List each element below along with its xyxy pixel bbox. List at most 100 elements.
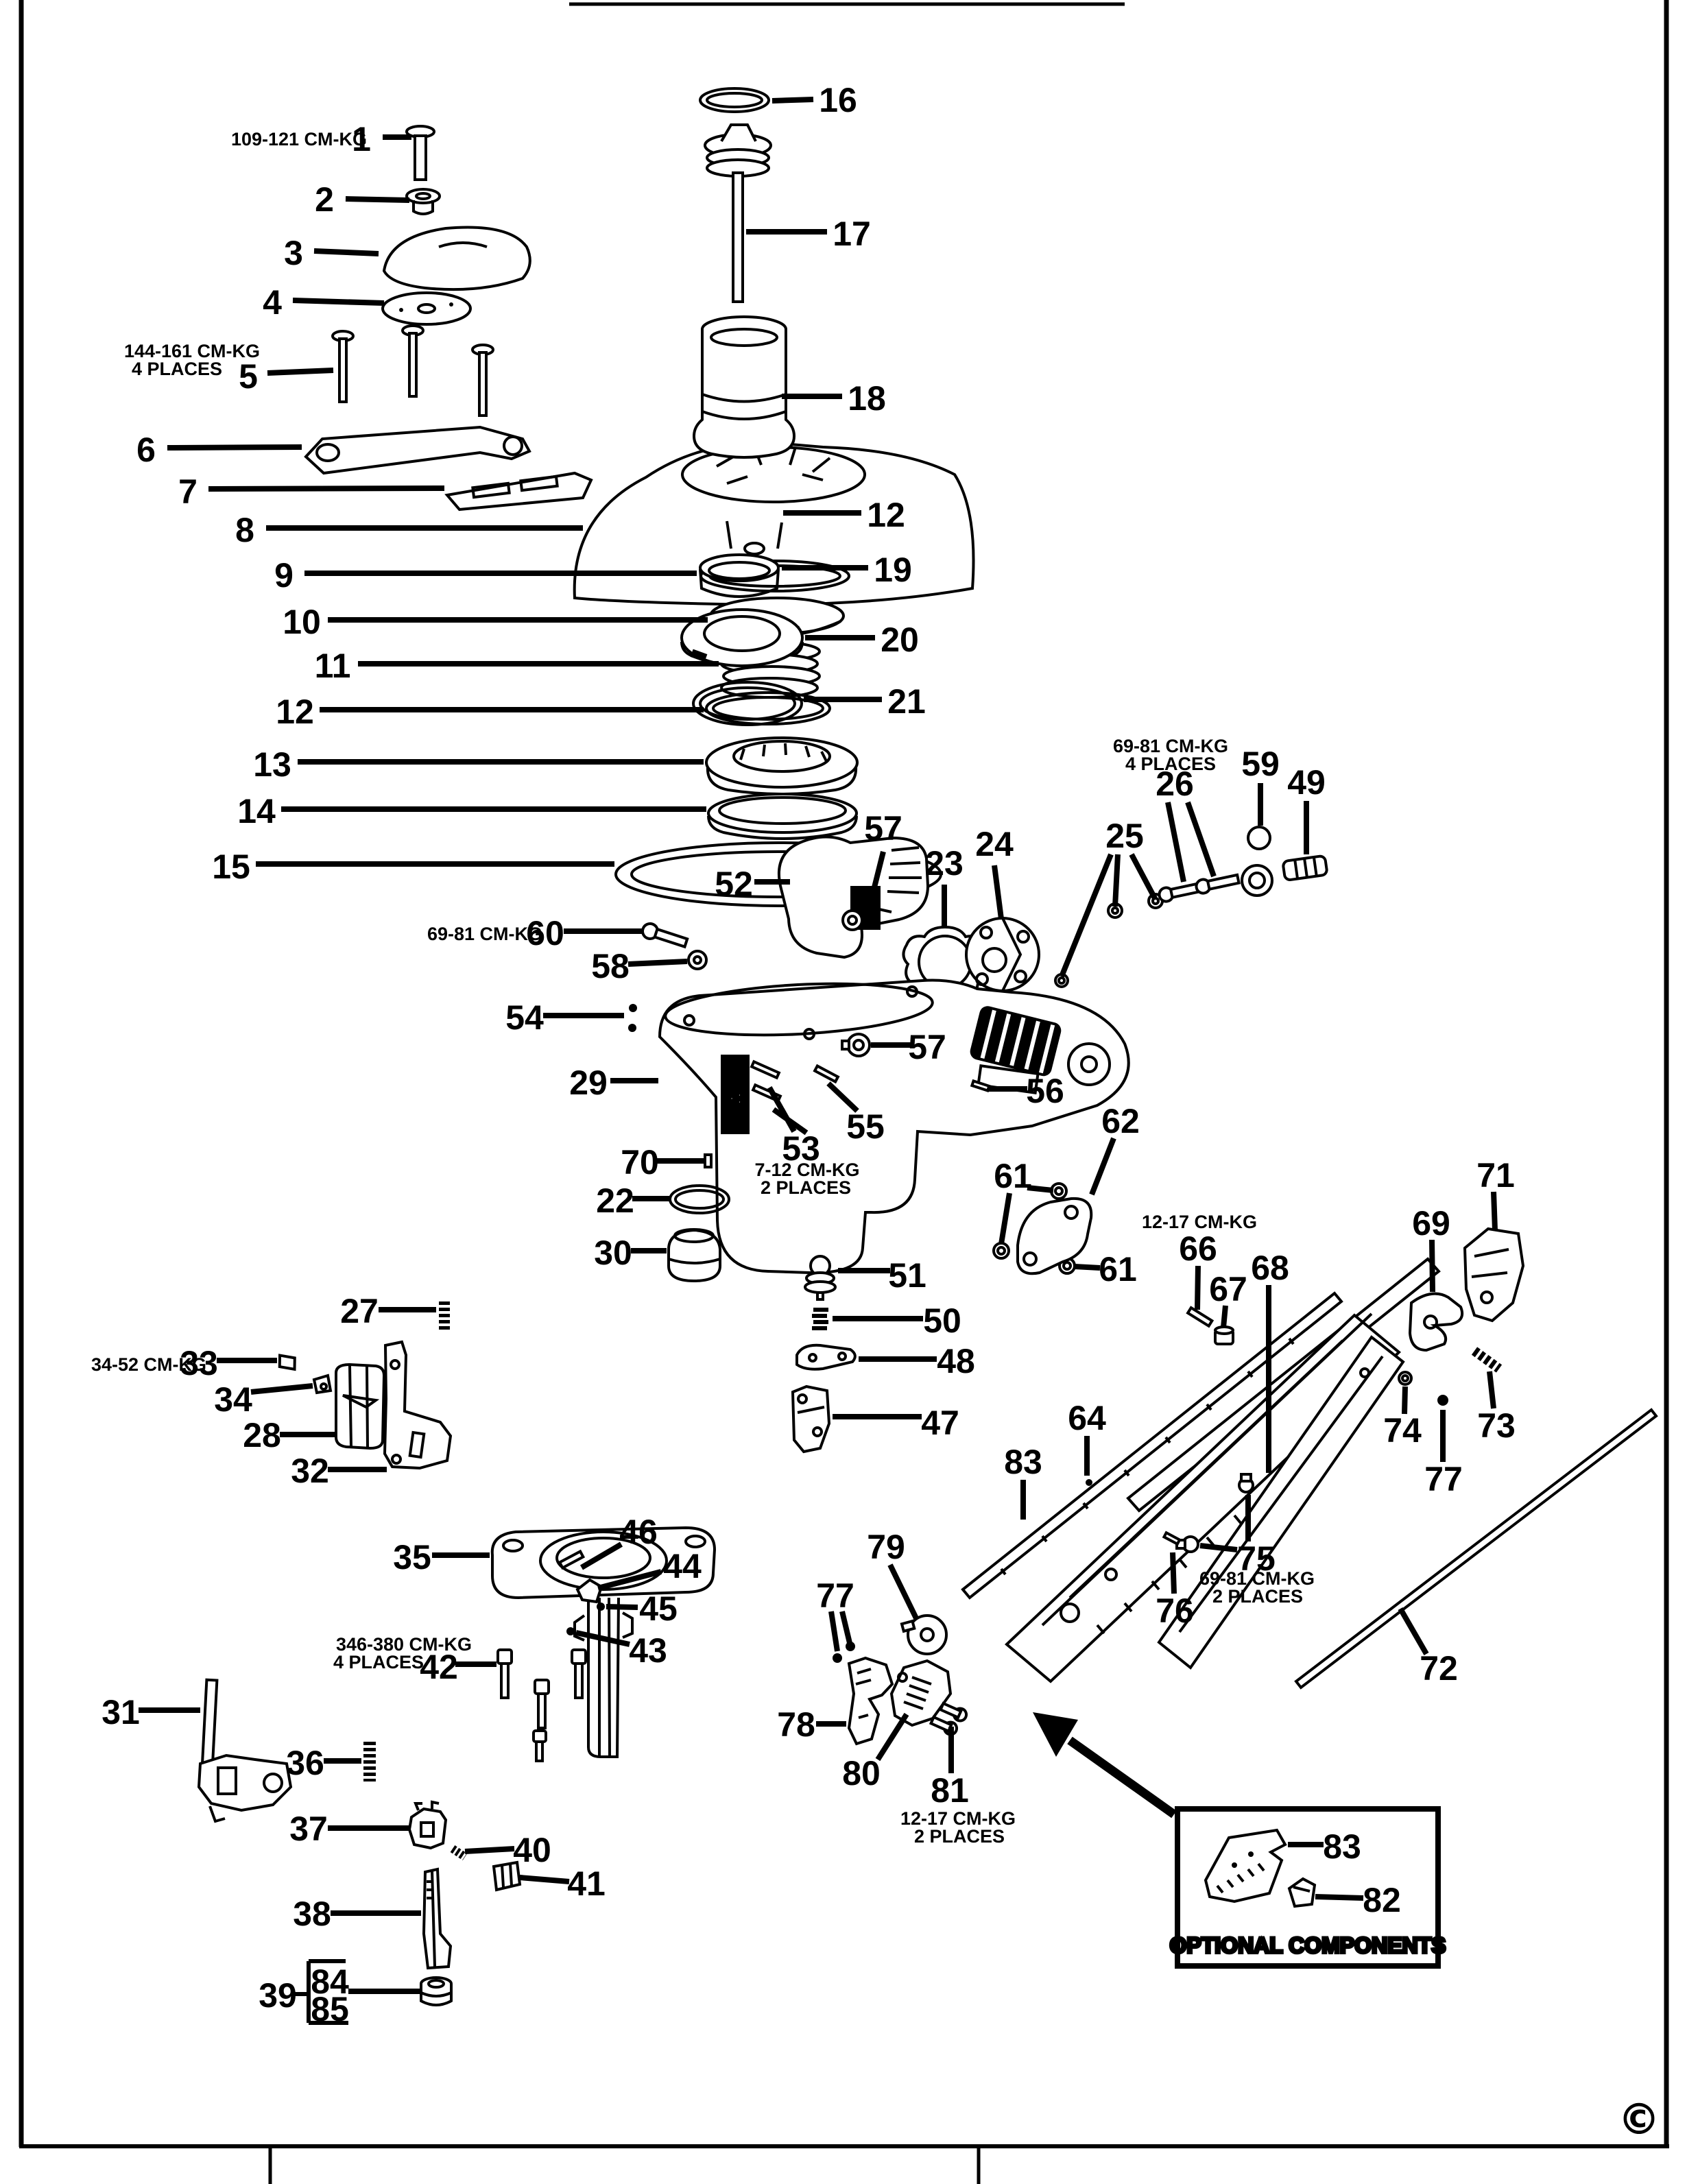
leader-line-58	[627, 959, 688, 967]
torque-note: 69-81 CM-KG	[427, 924, 542, 944]
callout-34: 34	[214, 1380, 252, 1419]
part-48-lever-drawing	[795, 1343, 857, 1371]
part-26-bolts-drawing	[1158, 873, 1241, 903]
torque-note: 346-380 CM-KG	[336, 1634, 472, 1655]
callout-23: 23	[925, 844, 964, 883]
leader-line-5	[267, 368, 334, 376]
part-82-optional-drawing	[1287, 1877, 1317, 1908]
leader-line-62	[1089, 1137, 1116, 1196]
leader-line-6	[167, 444, 302, 451]
leader-line-53	[771, 1107, 809, 1136]
part-1-screw-drawing	[405, 125, 435, 181]
callout-20: 20	[881, 621, 919, 659]
part-2-bushing-drawing	[405, 188, 441, 215]
callout-32: 32	[291, 1452, 329, 1490]
part-84-85-cup-drawing	[420, 1976, 453, 2006]
torque-note: 69-81 CM-KG	[1199, 1568, 1315, 1589]
part-31-driver-drawing	[197, 1678, 293, 1823]
part-22-oring-drawing	[669, 1184, 730, 1214]
callout-81: 81	[931, 1771, 969, 1810]
callout-84: 84	[311, 1963, 349, 2001]
part-74-washer-drawing	[1398, 1371, 1413, 1386]
torque-note: 4 PLACES	[132, 359, 222, 379]
part-79-roller-drawing	[900, 1614, 948, 1655]
leader-line-57	[867, 851, 886, 907]
callout-12: 12	[276, 693, 314, 731]
part-28-cover-drawing	[335, 1363, 386, 1450]
part-58-washer-drawing	[687, 950, 708, 970]
callout-70: 70	[621, 1143, 659, 1181]
callout-61: 61	[994, 1157, 1032, 1195]
bracket-39	[294, 1959, 348, 2025]
callout-62: 62	[1101, 1102, 1140, 1140]
part-20-washer-drawing	[680, 608, 804, 667]
leader-line-71	[1491, 1191, 1498, 1231]
leader-line-77	[828, 1611, 840, 1652]
callout-53: 53	[782, 1129, 820, 1168]
callout-79: 79	[867, 1528, 905, 1566]
callout-24: 24	[975, 825, 1014, 863]
callout-38: 38	[293, 1895, 331, 1933]
leader-line-55	[826, 1081, 859, 1113]
part-37-block-drawing	[407, 1800, 448, 1850]
part-33-pin-drawing	[278, 1354, 296, 1371]
part-30-bumper-drawing	[667, 1228, 721, 1283]
callout-59: 59	[1241, 745, 1280, 783]
callout-22: 22	[596, 1181, 634, 1220]
callout-76: 76	[1156, 1592, 1194, 1630]
callout-16: 16	[819, 81, 857, 119]
torque-note: 2 PLACES	[1212, 1586, 1303, 1607]
callout-58: 58	[591, 947, 630, 985]
part-69-hook-drawing	[1408, 1292, 1464, 1352]
leader-line-67	[1221, 1305, 1228, 1328]
callout-50: 50	[923, 1301, 961, 1340]
leader-line-25	[1129, 853, 1158, 900]
leader-line-16	[771, 97, 814, 104]
callout-83: 83	[1004, 1443, 1042, 1481]
part-45-screw-drawing	[597, 1603, 605, 1611]
leader-line-77	[839, 1611, 852, 1644]
part-51-valve-drawing	[804, 1255, 837, 1301]
part-13-piston-drawing	[705, 736, 859, 795]
torque-note: 34-52 CM-KG	[91, 1354, 206, 1375]
part-61-nuts-drawing	[992, 1182, 1076, 1275]
callout-12: 12	[867, 496, 905, 534]
leader-line-41	[519, 1875, 570, 1884]
callout-47: 47	[921, 1404, 959, 1442]
artwork-layer: DEWALT	[197, 87, 1658, 2025]
part-25-washers-drawing	[1054, 893, 1164, 988]
callout-33: 33	[180, 1344, 218, 1382]
callout-13: 13	[253, 745, 291, 784]
callout-68: 68	[1251, 1249, 1289, 1287]
callout-55: 55	[846, 1107, 885, 1146]
callout-6: 6	[136, 431, 156, 469]
callout-48: 48	[937, 1342, 975, 1380]
part-19-seal-drawing	[699, 553, 780, 598]
part-76-pin-drawing	[1162, 1531, 1182, 1546]
callout-29: 29	[569, 1064, 608, 1102]
part-43-screw-drawing	[566, 1627, 575, 1635]
torque-note: 4 PLACES	[1125, 754, 1216, 774]
leader-line-25	[1112, 854, 1121, 907]
part-8-main-cap-drawing	[573, 441, 975, 606]
part-44-clip-drawing	[575, 1578, 603, 1604]
part-7-strip-drawing	[444, 471, 593, 512]
part-32-bracket-drawing	[383, 1340, 453, 1470]
callout-5: 5	[239, 357, 258, 396]
callout-27: 27	[340, 1292, 379, 1330]
callout-77: 77	[816, 1576, 854, 1615]
leader-line-25	[1059, 853, 1114, 978]
leader-line-24	[992, 865, 1004, 920]
part-54-setscrews-drawing	[628, 1004, 637, 1032]
callout-46: 46	[619, 1513, 658, 1551]
callout-10: 10	[283, 603, 321, 641]
callout-57: 57	[864, 809, 902, 848]
leader-line-66	[1195, 1265, 1201, 1310]
torque-note: 69-81 CM-KG	[1113, 736, 1228, 756]
callout-1: 1	[352, 120, 371, 158]
optional-components-box: OPTIONAL COMPONENTS	[1169, 1806, 1447, 1969]
leader-line-61	[998, 1192, 1012, 1245]
callout-40: 40	[513, 1831, 551, 1869]
callout-80: 80	[842, 1754, 881, 1792]
